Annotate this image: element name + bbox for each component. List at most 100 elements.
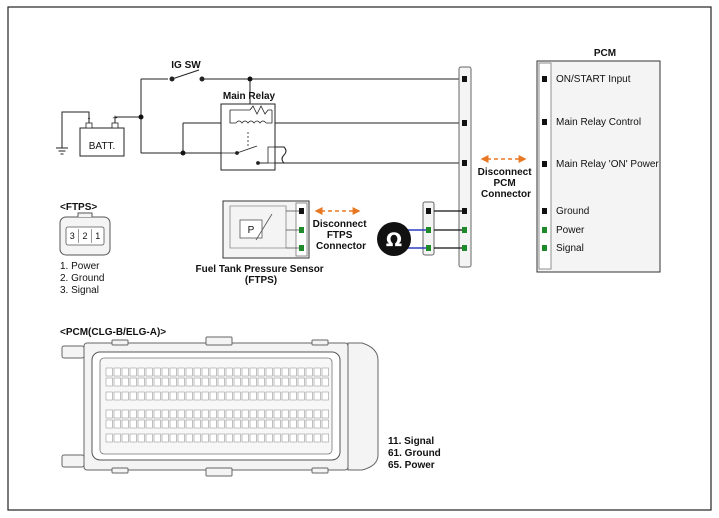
connector-pin-cell [113, 409, 121, 419]
connector-pin-cell [241, 433, 249, 443]
connector-pin-cell [129, 367, 137, 377]
connector-pin-cell [289, 367, 297, 377]
connector-pin-cell [121, 419, 129, 429]
connector-pin-cell [201, 377, 209, 387]
connector-pin-cell [209, 419, 217, 429]
connector-pin-cell [273, 377, 281, 387]
connector-pin-cell [217, 419, 225, 429]
pcm-pin-label: Power [556, 225, 585, 236]
connector-pin-cell [137, 419, 145, 429]
ftps-sensor-line-1: Fuel Tank Pressure Sensor [196, 264, 324, 275]
connector-pin-cell [217, 377, 225, 387]
connector-pin-cell [177, 419, 185, 429]
connector-pin-cell [185, 377, 193, 387]
connector-pin-cell [225, 377, 233, 387]
pcm-pin-label: Main Relay Control [556, 117, 641, 128]
connector-pin-cell [305, 409, 313, 419]
connector-pin-cell [257, 367, 265, 377]
connector-pin-cell [145, 391, 153, 401]
connector-pin-cell [129, 377, 137, 387]
connector-pin-cell [193, 419, 201, 429]
connector-pin-cell [321, 433, 329, 443]
connector-pin-cell [297, 377, 305, 387]
connector-pin-cell [265, 419, 273, 429]
connector-pin-cell [169, 433, 177, 443]
connector-pin-cell [249, 409, 257, 419]
connector-pin-cell [313, 433, 321, 443]
connector-pin-cell [249, 377, 257, 387]
pcm-connector-pin-label: 61. Ground [388, 448, 441, 459]
junction-dots [138, 76, 253, 156]
connector-pin-cell [121, 367, 129, 377]
connector-pin-cell [321, 409, 329, 419]
connector-pin-cell [145, 367, 153, 377]
pcm-pin-label: Ground [556, 206, 589, 217]
connector-pin-cell [169, 419, 177, 429]
disconnect-ftps-line-3: Connector [316, 241, 366, 252]
connector-pin-cell [225, 419, 233, 429]
connector-pin-cell [105, 367, 113, 377]
ftps-sensor: P Fuel Tank Pressure Sensor (FTPS) [196, 200, 324, 286]
connector-pin-cell [321, 391, 329, 401]
connector-pin-cell [289, 419, 297, 429]
connector-pin-cell [161, 377, 169, 387]
connector-pin-cell [289, 391, 297, 401]
ftps-pin-number: 3 [70, 231, 75, 241]
connector-pin-cell [289, 409, 297, 419]
connector-pin-cell [161, 409, 169, 419]
connector-pin-cell [193, 433, 201, 443]
connector-pin-cell [233, 433, 241, 443]
connector-pin-cell [313, 409, 321, 419]
pcm-pin-marker [542, 227, 547, 233]
pcm-pin-marker [542, 245, 547, 251]
connector-pin-cell [225, 409, 233, 419]
battery-label: BATT. [89, 141, 115, 152]
connector-pin-cell [153, 391, 161, 401]
connector-pin-cell [137, 433, 145, 443]
ground-icon [56, 111, 90, 155]
connector-pin-cell [113, 367, 121, 377]
pcm-connector-pin-label: 11. Signal [388, 436, 434, 447]
connector-pin-cell [185, 409, 193, 419]
connector-pin-cell [201, 433, 209, 443]
connector-pin-cell [185, 433, 193, 443]
connector-pin-cell [241, 377, 249, 387]
ohmmeter-icon: Ω [377, 222, 426, 256]
connector-pin-cell [121, 391, 129, 401]
connector-pin-cell [249, 419, 257, 429]
connector-pin-cell [169, 367, 177, 377]
ftps-pin-label: 3. Signal [60, 285, 99, 296]
ftps-connector-title: <FTPS> [60, 202, 97, 213]
connector-pin-cell [217, 391, 225, 401]
connector-pin-cell [281, 377, 289, 387]
pcm-pin-label: Main Relay 'ON' Power [556, 159, 659, 170]
disconnect-pcm-line-1: Disconnect [478, 167, 533, 178]
ohm-symbol: Ω [386, 229, 402, 251]
connector-pin-cell [169, 377, 177, 387]
ftps-harness-connector [422, 201, 435, 256]
connector-pin-cell [297, 433, 305, 443]
connector-pin-cell [217, 367, 225, 377]
connector-pin-cell [145, 409, 153, 419]
connector-pin-cell [185, 391, 193, 401]
connector-pin-cell [185, 419, 193, 429]
connector-pin-cell [153, 433, 161, 443]
connector-pin-cell [105, 409, 113, 419]
connector-pin-cell [321, 419, 329, 429]
connector-pin-cell [153, 409, 161, 419]
connector-pin-cell [305, 419, 313, 429]
connector-pin-cell [177, 433, 185, 443]
connector-pin-cell [321, 377, 329, 387]
connector-pin-cell [209, 409, 217, 419]
pcm-pin-label: Signal [556, 243, 584, 254]
connector-pin-cell [113, 419, 121, 429]
connector-pin-cell [137, 377, 145, 387]
connector-pin-cell [265, 367, 273, 377]
disconnect-ftps-line-1: Disconnect [313, 219, 368, 230]
connector-pin-cell [241, 409, 249, 419]
connector-pin-cell [281, 409, 289, 419]
connector-pin-cell [257, 409, 265, 419]
connector-pin-cell [129, 391, 137, 401]
pcm-connector-title: <PCM(CLG-B/ELG-A)> [60, 327, 166, 338]
